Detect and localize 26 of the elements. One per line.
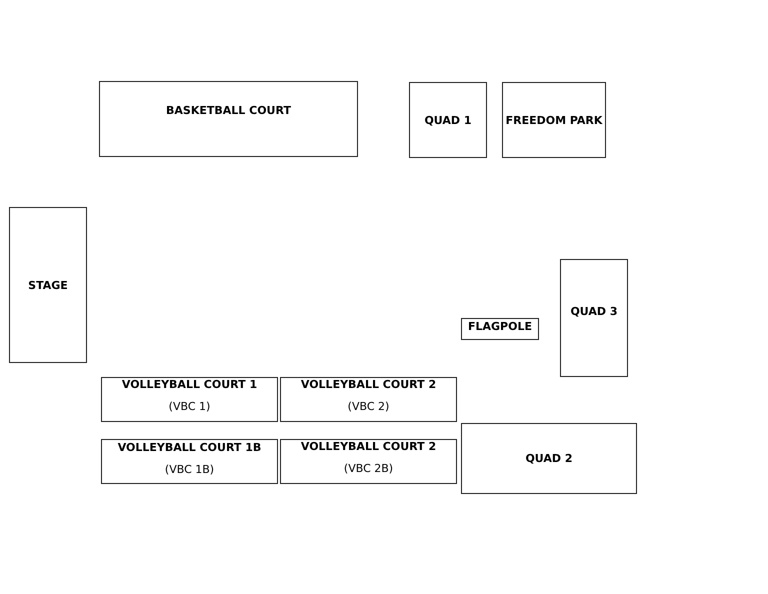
area-label: BASKETBALL COURT (166, 104, 291, 117)
area-code: (VBC 2) (348, 400, 390, 413)
area-outline (461, 318, 539, 340)
area-label: QUAD 1 (424, 114, 472, 126)
area-outline (280, 439, 457, 484)
area-label: VOLLEYBALL COURT 2 (300, 378, 436, 391)
area-label: VOLLEYBALL COURT 1B (118, 441, 262, 454)
area-label: QUAD 3 (570, 305, 618, 318)
area-outline (409, 82, 487, 158)
area-code: (VBC 2B) (344, 462, 394, 475)
area-label: QUAD 2 (525, 452, 573, 465)
area-outline (101, 439, 278, 484)
area-code: (VBC 1) (168, 400, 210, 413)
area-outline (9, 207, 87, 363)
area-outline (560, 259, 628, 377)
area-label: VOLLEYBALL COURT 1 (122, 378, 258, 391)
area-outline (502, 82, 606, 158)
area-outline (280, 377, 457, 422)
area-label: FLAGPOLE (468, 320, 532, 333)
area-code: (VBC 1B) (164, 463, 214, 476)
area-label: STAGE (28, 278, 68, 292)
area-label: FREEDOM PARK (506, 114, 602, 126)
area-label: VOLLEYBALL COURT 2 (300, 440, 436, 453)
area-outline (99, 81, 358, 157)
area-outline (101, 377, 278, 422)
area-outline (461, 423, 637, 494)
